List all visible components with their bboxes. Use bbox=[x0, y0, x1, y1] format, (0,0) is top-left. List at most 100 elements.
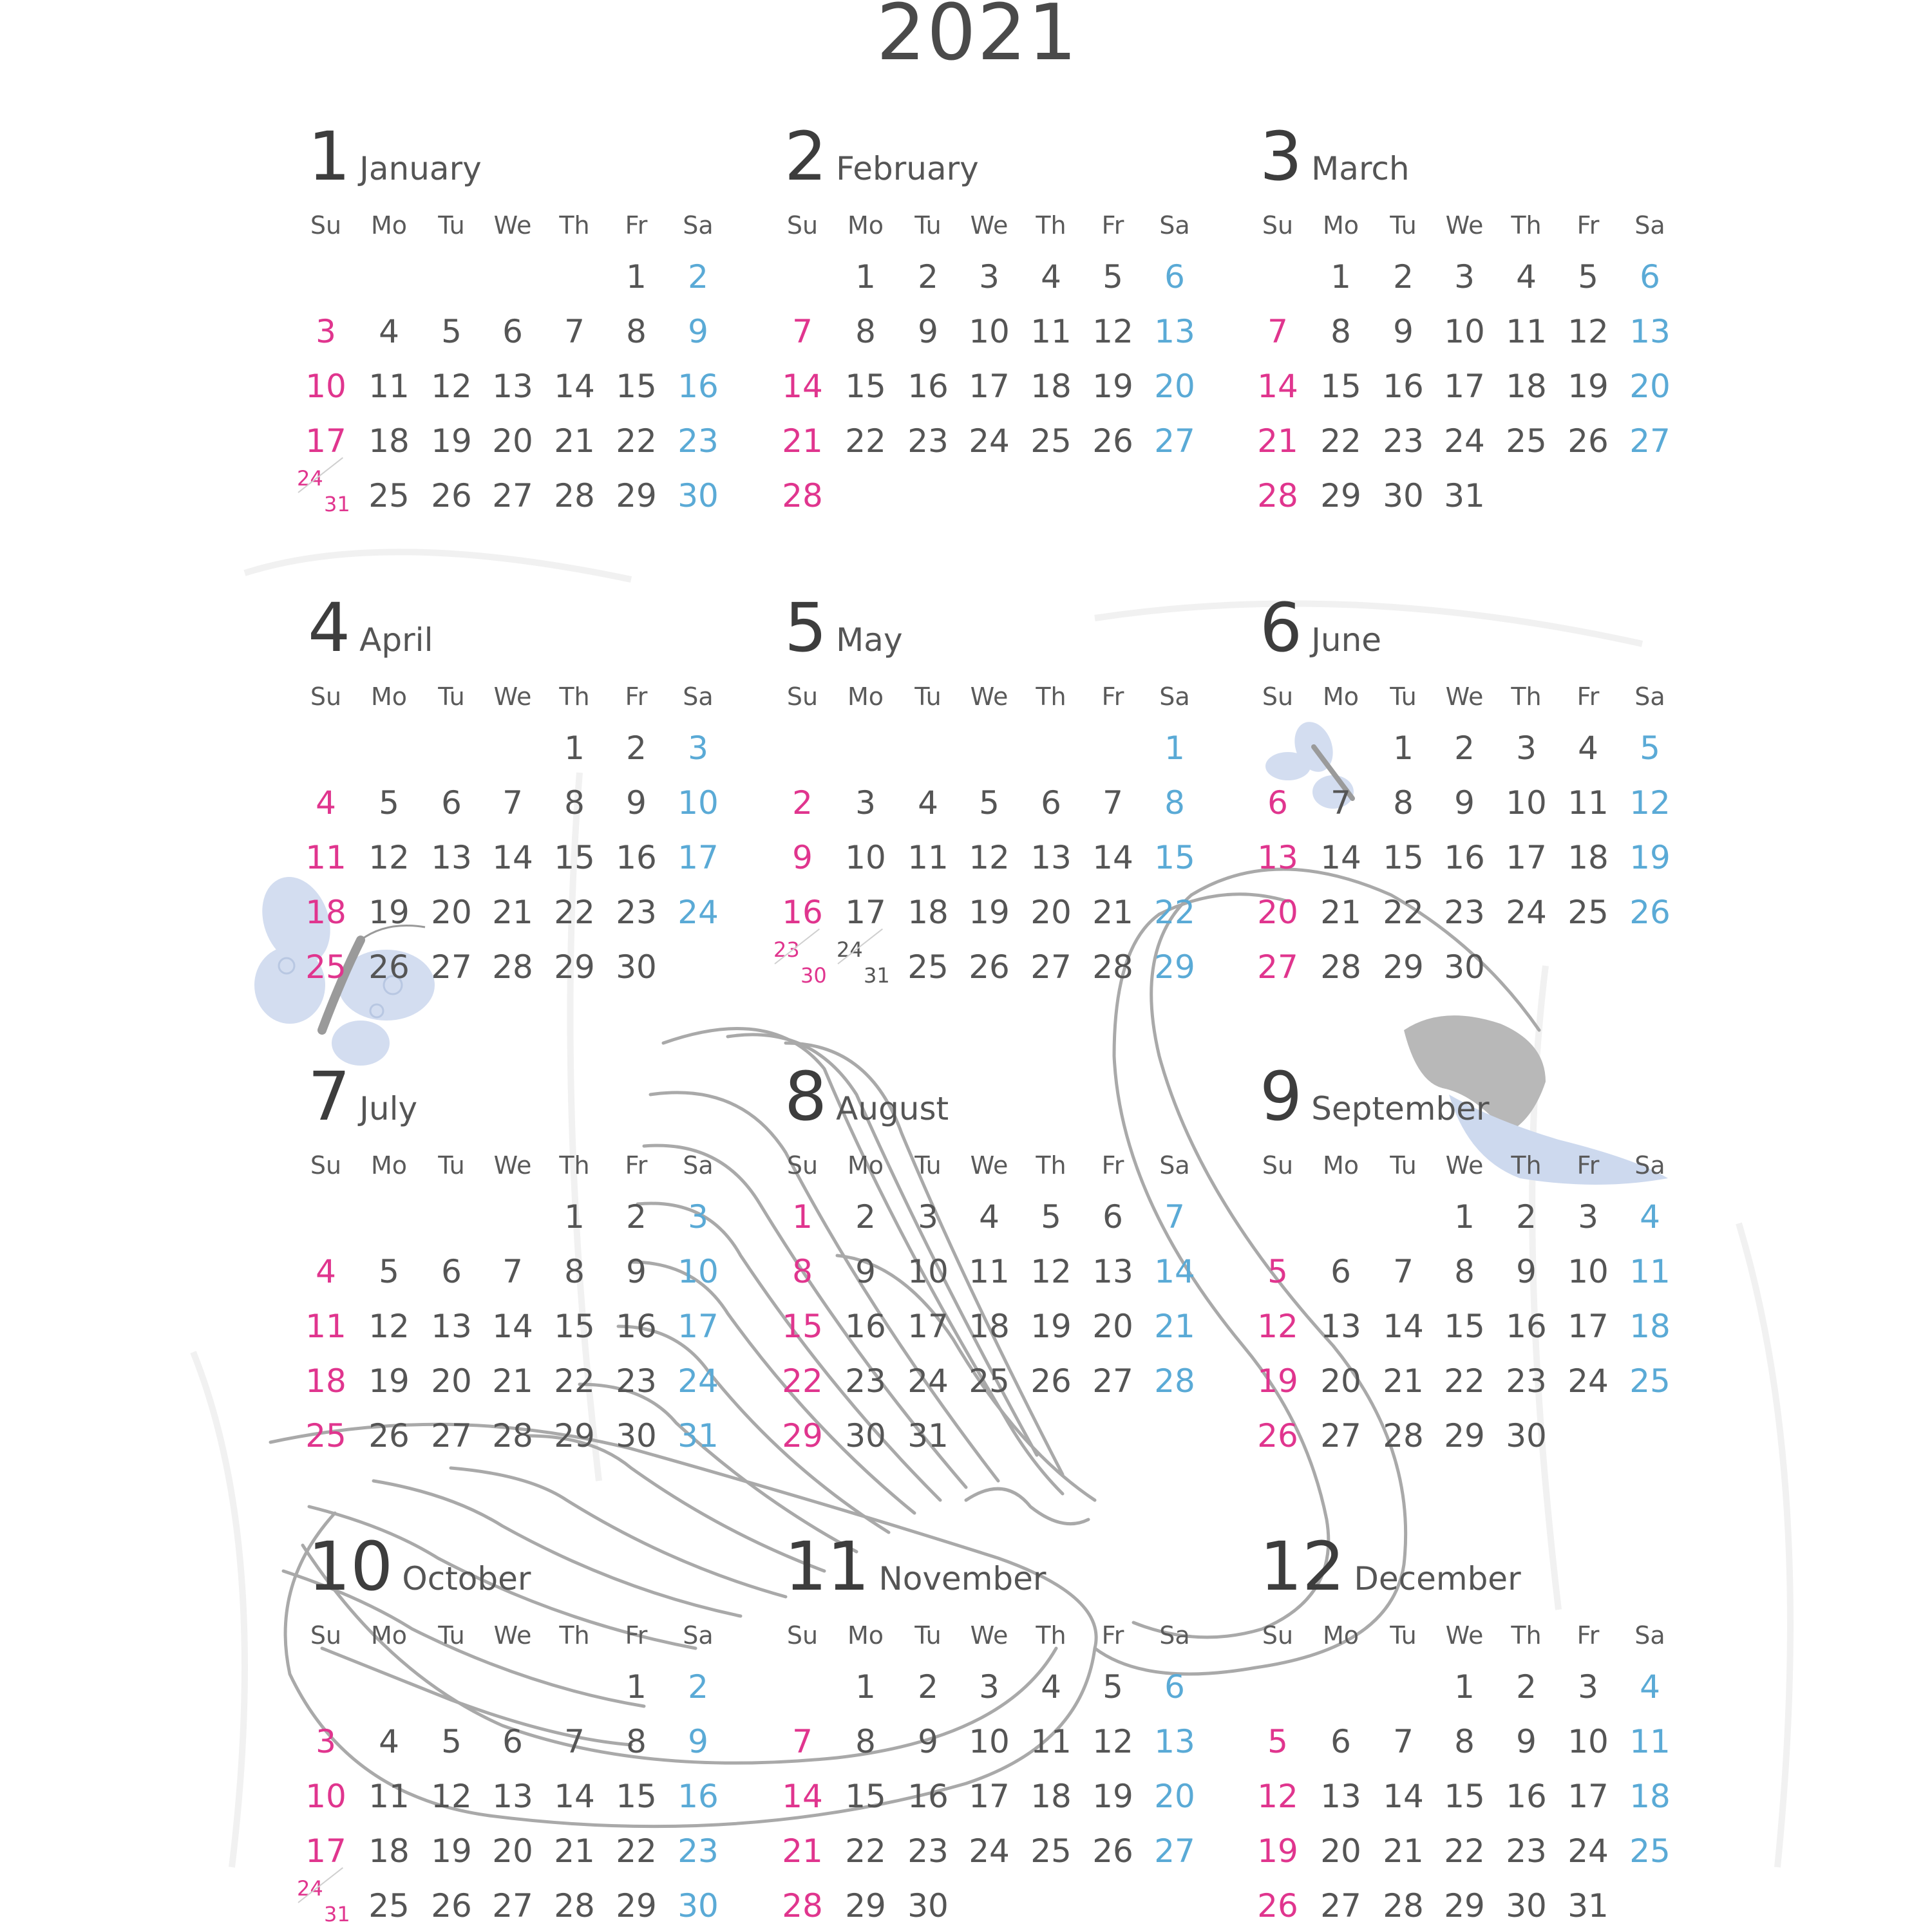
date-cell: 8 bbox=[564, 1253, 585, 1290]
date-cell: 9 bbox=[918, 1723, 938, 1760]
date-cell: 6 bbox=[1640, 258, 1660, 296]
month-number: 2 bbox=[784, 117, 828, 196]
date-cell: 22 bbox=[1154, 894, 1195, 931]
date-cell: 13 bbox=[1257, 839, 1298, 876]
weekday-label: Th bbox=[1036, 1151, 1066, 1180]
date-cell: 11 bbox=[368, 368, 410, 405]
month-number: 8 bbox=[784, 1057, 828, 1136]
date-cell: 31 bbox=[677, 1417, 719, 1454]
date-cell: 4 bbox=[1640, 1668, 1660, 1706]
date-cell: 26 bbox=[969, 948, 1010, 986]
date-cell: 23 bbox=[907, 422, 949, 460]
date-number: 31 bbox=[324, 492, 350, 516]
date-cell: 24 bbox=[1567, 1832, 1609, 1870]
weekday-label: Tu bbox=[1390, 1621, 1417, 1650]
date-cell: 18 bbox=[1506, 368, 1547, 405]
date-cell: 6 bbox=[1331, 1723, 1351, 1760]
weekday-label: Th bbox=[1511, 682, 1542, 711]
date-cell: 17 bbox=[1567, 1778, 1609, 1815]
date-cell: 17 bbox=[677, 1308, 719, 1345]
date-cell: 28 bbox=[1383, 1417, 1424, 1454]
date-cell: 16 bbox=[1383, 368, 1424, 405]
date-cell: 15 bbox=[845, 1778, 886, 1815]
weekday-label: Su bbox=[786, 1151, 819, 1180]
date-cell: 3 bbox=[979, 1668, 999, 1706]
date-cell: 15 bbox=[845, 368, 886, 405]
date-cell: 19 bbox=[431, 422, 472, 460]
date-cell: 17 bbox=[1506, 839, 1547, 876]
date-cell: 29 bbox=[1320, 477, 1361, 514]
date-cell: 11 bbox=[969, 1253, 1010, 1290]
date-cell: 8 bbox=[855, 1723, 876, 1760]
date-cell: 1 bbox=[1164, 729, 1185, 767]
date-cell: 8 bbox=[1164, 784, 1185, 822]
date-cell: 25 bbox=[305, 948, 346, 986]
date-cell: 21 bbox=[1154, 1308, 1195, 1345]
date-cell: 9 bbox=[688, 313, 708, 350]
month-number: 7 bbox=[308, 1057, 351, 1136]
date-cell: 7 bbox=[502, 784, 523, 822]
date-cell: 18 bbox=[305, 1362, 346, 1400]
date-cell: 19 bbox=[1567, 368, 1609, 405]
weekday-label: We bbox=[1445, 682, 1484, 711]
date-cell: 20 bbox=[1629, 368, 1671, 405]
weekday-label: Fr bbox=[1577, 1151, 1600, 1180]
date-cell: 4 bbox=[316, 784, 336, 822]
date-cell: 8 bbox=[1454, 1253, 1475, 1290]
date-cell: 14 bbox=[782, 1778, 823, 1815]
date-cell: 12 bbox=[1257, 1778, 1298, 1815]
date-cell: 20 bbox=[431, 1362, 472, 1400]
weekday-label: Fr bbox=[625, 1151, 648, 1180]
date-cell: 7 bbox=[1331, 784, 1351, 822]
date-cell: 12 bbox=[368, 839, 410, 876]
date-number: 23 bbox=[773, 937, 800, 962]
date-cell: 12 bbox=[431, 368, 472, 405]
date-cell: 14 bbox=[492, 1308, 533, 1345]
date-cell: 29 bbox=[554, 1417, 595, 1454]
date-cell: 24 bbox=[969, 1832, 1010, 1870]
date-number: 24 bbox=[837, 937, 863, 962]
month-name: November bbox=[878, 1560, 1046, 1597]
weekday-label: Th bbox=[559, 211, 590, 240]
date-cell: 11 bbox=[305, 1308, 346, 1345]
date-cell: 26 bbox=[1092, 422, 1133, 460]
date-cell: 5 bbox=[1267, 1723, 1288, 1760]
date-cell: 7 bbox=[564, 313, 585, 350]
date-cell: 9 bbox=[626, 784, 647, 822]
date-cell: 26 bbox=[368, 948, 410, 986]
date-cell: 12 bbox=[431, 1778, 472, 1815]
date-cell: 20 bbox=[1154, 368, 1195, 405]
date-cell: 14 bbox=[1154, 1253, 1195, 1290]
date-cell: 13 bbox=[1154, 1723, 1195, 1760]
weekday-label: Mo bbox=[847, 682, 884, 711]
date-cell: 5 bbox=[1640, 729, 1660, 767]
date-number: 31 bbox=[324, 1902, 350, 1926]
weekday-label: Th bbox=[1511, 1621, 1542, 1650]
date-cell: 21 bbox=[554, 422, 595, 460]
date-cell: 29 bbox=[1383, 948, 1424, 986]
weekday-label: Fr bbox=[1101, 682, 1124, 711]
date-cell: 13 bbox=[492, 368, 533, 405]
date-cell: 12 bbox=[1092, 1723, 1133, 1760]
weekday-label: Fr bbox=[1101, 1621, 1124, 1650]
date-cell: 2 bbox=[626, 1198, 647, 1236]
date-cell: 3 bbox=[316, 313, 336, 350]
weekday-label: Tu bbox=[438, 682, 465, 711]
date-cell: 9 bbox=[1516, 1723, 1537, 1760]
date-cell: 26 bbox=[431, 1887, 472, 1924]
date-cell: 21 bbox=[492, 894, 533, 931]
date-cell: 20 bbox=[492, 422, 533, 460]
date-cell: 9 bbox=[855, 1253, 876, 1290]
month-number: 6 bbox=[1260, 588, 1303, 667]
weekday-label: Th bbox=[559, 1621, 590, 1650]
date-cell: 17 bbox=[845, 894, 886, 931]
weekday-label: Th bbox=[1511, 1151, 1542, 1180]
date-cell: 8 bbox=[1331, 313, 1351, 350]
weekday-label: Fr bbox=[1101, 1151, 1124, 1180]
month-name: April bbox=[359, 621, 433, 659]
date-cell: 4 bbox=[379, 313, 399, 350]
date-cell: 22 bbox=[554, 1362, 595, 1400]
